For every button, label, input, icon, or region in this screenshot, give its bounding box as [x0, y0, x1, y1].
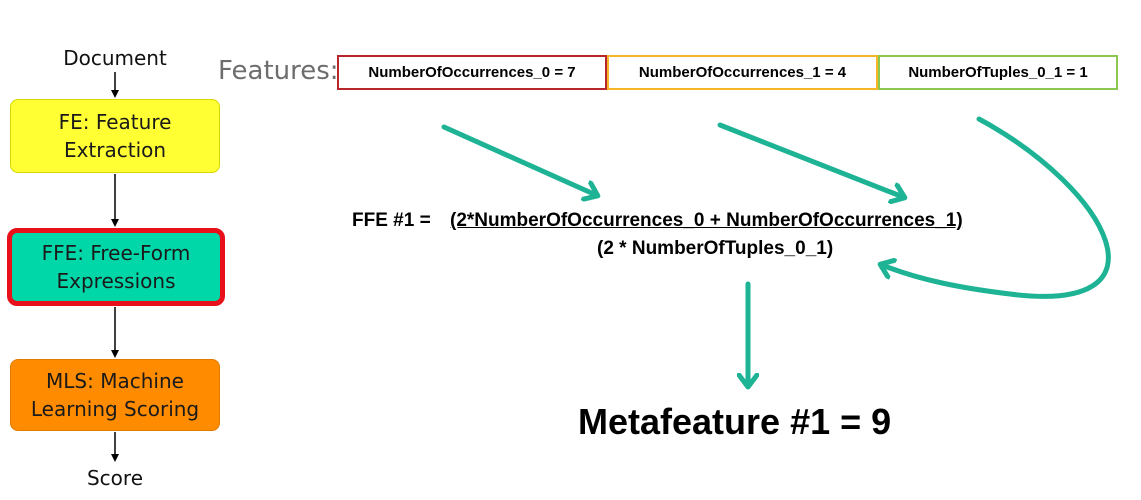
- arrow-occurrences-0-to-formula: [441, 124, 596, 195]
- document-label: Document: [63, 46, 167, 70]
- features-label: Features:: [218, 56, 339, 86]
- formula-numerator: (2*NumberOfOccurrences_0 + NumberOfOccur…: [450, 210, 963, 231]
- feature-box-tuples-0-1: NumberOfTuples_0_1 = 1: [878, 55, 1118, 90]
- pipeline-connectors: [111, 72, 119, 462]
- formula-lhs: FFE #1 =: [352, 210, 431, 231]
- arrow-occurrences-1-to-formula: [717, 122, 903, 197]
- stage-feature-extraction: FE: Feature Extraction: [10, 99, 220, 173]
- metafeature-result: Metafeature #1 = 9: [578, 401, 892, 442]
- formula-denominator: (2 * NumberOfTuples_0_1): [597, 238, 834, 259]
- arrow-tuples-to-denominator: [882, 116, 1111, 299]
- stage-free-form-expressions: FFE: Free-Form Expressions: [7, 228, 225, 306]
- score-label: Score: [86, 466, 143, 490]
- stage-machine-learning-scoring: MLS: Machine Learning Scoring: [10, 359, 220, 431]
- feature-box-occurrences-1: NumberOfOccurrences_1 = 4: [607, 55, 878, 90]
- feature-box-occurrences-0: NumberOfOccurrences_0 = 7: [337, 55, 607, 90]
